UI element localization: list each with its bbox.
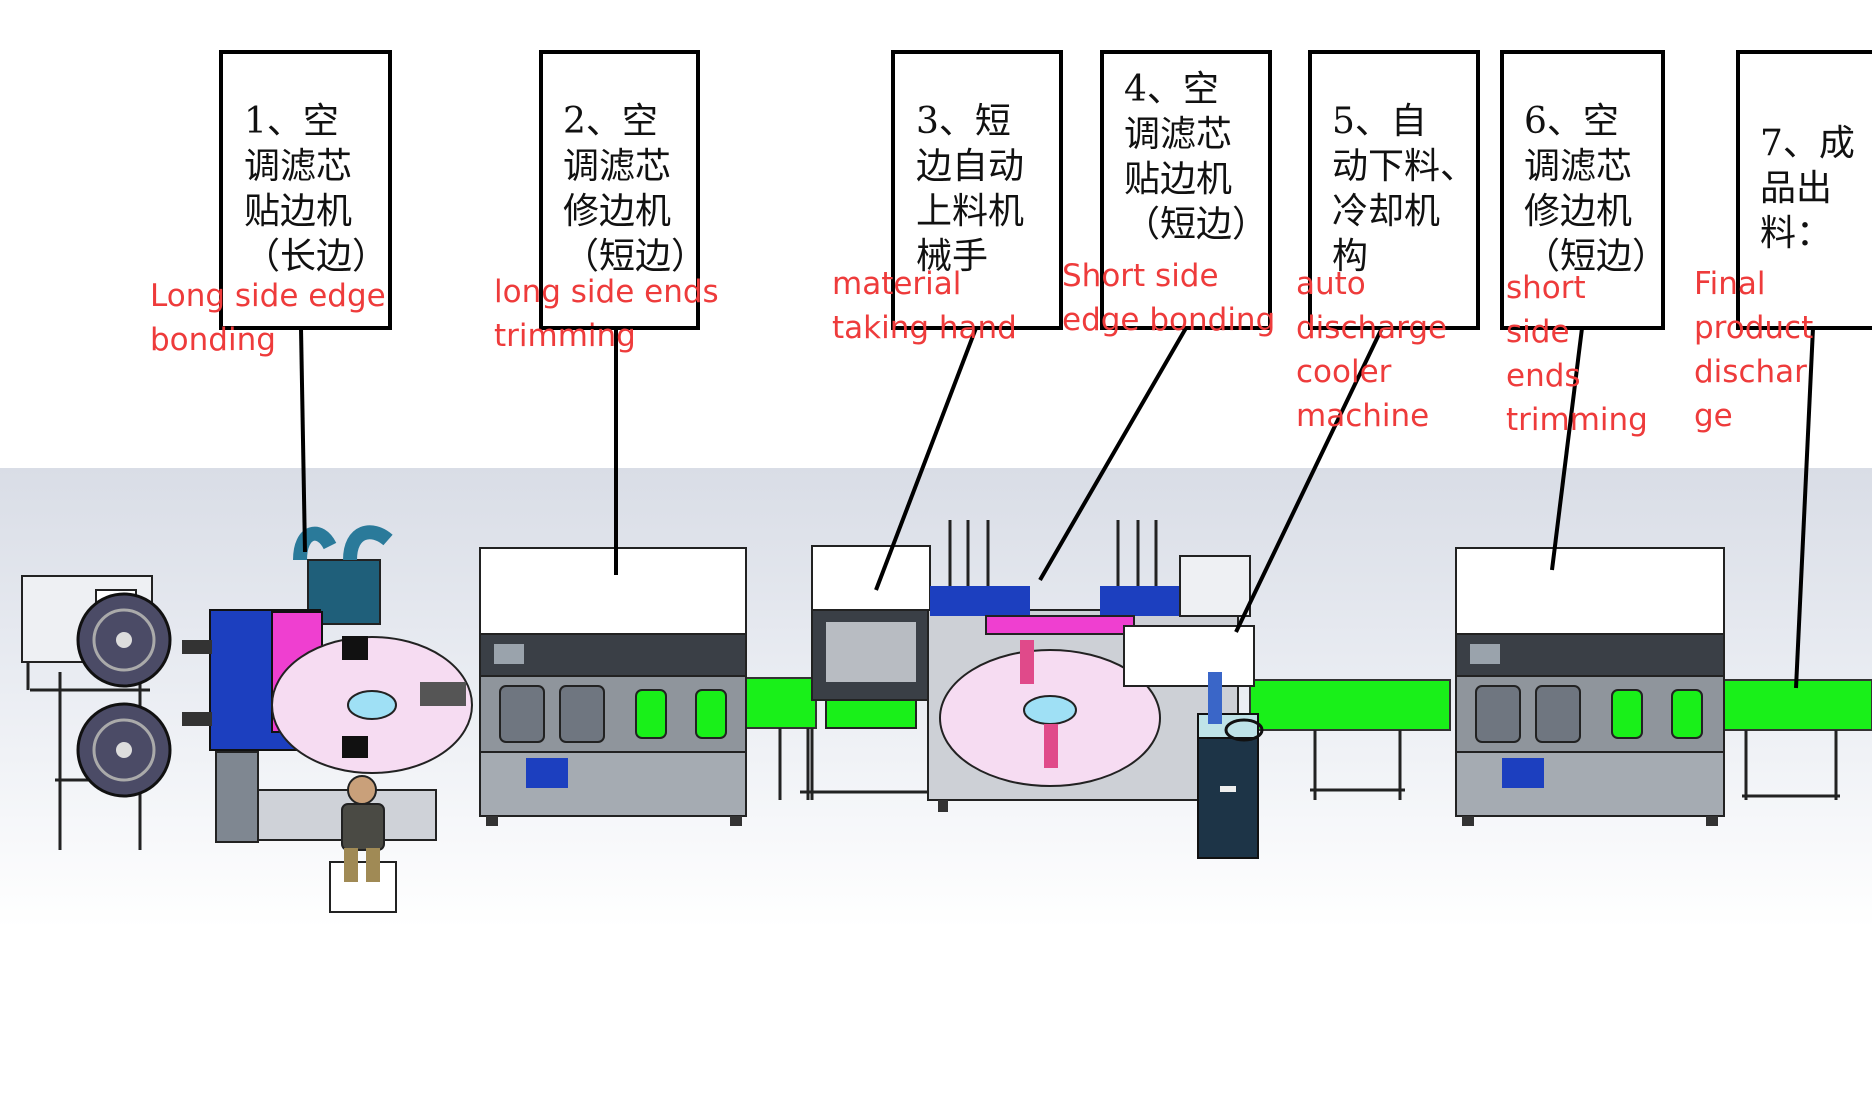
machine-6-trimmer <box>1455 547 1725 826</box>
reel-feeder <box>21 575 172 850</box>
machine-5-cooler <box>1197 672 1264 859</box>
step-4-en-label: Short side edge bonding <box>1062 258 1276 338</box>
leader-line-5 <box>1234 327 1384 633</box>
label-box-3 <box>891 50 1063 330</box>
step-6-en-label: short side ends trimming <box>1506 270 1648 438</box>
operator-figure <box>329 775 397 913</box>
label-box-6 <box>1500 50 1665 330</box>
conveyor-3 <box>1717 679 1872 731</box>
step-5-en-label: auto discharge cooler machine <box>1296 266 1448 434</box>
leader-lines <box>299 326 1815 689</box>
step-3-en-label: material taking hand <box>832 266 1017 346</box>
label-box-2 <box>539 50 700 330</box>
machine-3-4-loader-bonder <box>800 520 1255 812</box>
step-6-cn-label: 6、空 调滤芯 修边机 （短边） <box>1524 101 1669 277</box>
label-boxes <box>219 50 1872 330</box>
step-7-cn-label: 7、成 品出 料： <box>1760 123 1855 254</box>
step-1-en-label: Long side edge bonding <box>150 278 386 358</box>
step-1-cn-label: 1、空 调滤芯 贴边机 （长边） <box>244 101 389 277</box>
label-box-1 <box>219 50 392 330</box>
leader-line-6 <box>1550 327 1584 571</box>
step-3-cn-label: 3、短 边自动 上料机 械手 <box>916 101 1025 277</box>
step-7-en-label: Final product dischar ge <box>1694 266 1814 434</box>
label-box-5 <box>1308 50 1480 330</box>
step-5-cn-label: 5、自 动下料、 冷却机 构 <box>1332 101 1477 277</box>
step-4-cn-label: 4、空 调滤芯 贴边机 （短边） <box>1124 69 1269 245</box>
machine-1-edge-bonder <box>182 525 473 843</box>
leader-line-3 <box>874 327 978 591</box>
step-2-en-label: long side ends trimming <box>494 274 719 354</box>
label-box-7 <box>1736 50 1872 330</box>
conveyor-1 <box>741 677 817 729</box>
label-box-4 <box>1100 50 1272 330</box>
conveyor-2 <box>1249 679 1451 731</box>
step-2-cn-label: 2、空 调滤芯 修边机 （短边） <box>563 101 708 277</box>
leader-line-4 <box>1038 326 1188 582</box>
conveyors <box>741 677 1872 800</box>
leader-line-1 <box>299 327 307 553</box>
leader-line-7 <box>1794 327 1815 689</box>
machine-2-trimmer <box>479 547 747 826</box>
